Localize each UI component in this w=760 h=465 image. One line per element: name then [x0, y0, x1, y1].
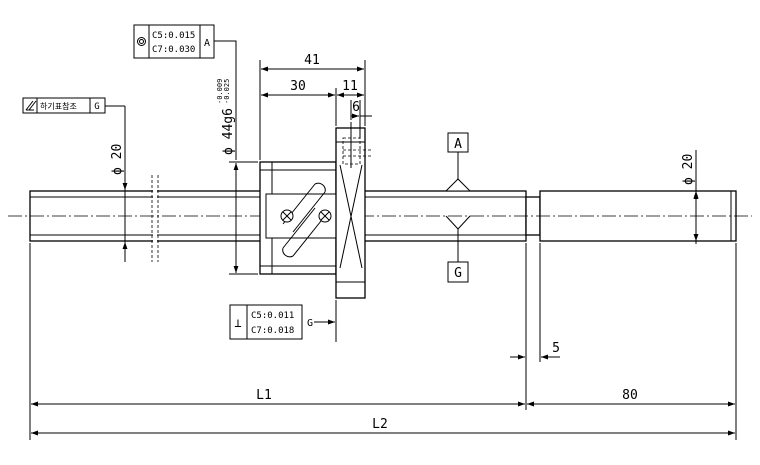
dim-l2: L2	[372, 417, 388, 432]
datum-a-box	[447, 132, 469, 153]
perpendicularity-c7: C7:0.018	[251, 326, 294, 336]
dimension-shaft-right: ϕ 20	[681, 150, 699, 244]
tolerance-frame-runout: 하기표참조 G	[22, 97, 106, 114]
datum-g-label: G	[454, 266, 462, 281]
tolerance-frame-concentricity: C5:0.015 C7:0.030 A	[133, 24, 237, 160]
screw-left	[280, 209, 294, 223]
dimension-nut-diameter: ϕ 44g6 -0.009 -0.025	[216, 79, 258, 275]
dimension-end-offset: 5	[510, 243, 560, 410]
ball-nut	[259, 161, 337, 275]
perpendicularity-symbol-icon: ⊥	[234, 316, 241, 330]
dim-l1: L1	[256, 388, 272, 403]
return-tube	[282, 182, 326, 258]
concentricity-c5: C5:0.015	[152, 31, 195, 41]
screw-shaft	[8, 175, 752, 262]
dim-6: 6	[352, 100, 360, 115]
datum-a-label: A	[454, 137, 462, 152]
datum-markers: A G	[444, 132, 472, 283]
concentricity-symbol-icon	[137, 37, 146, 46]
runout-datum: G	[94, 102, 99, 112]
runout-note: 하기표참조	[40, 101, 77, 111]
dim-80: 80	[622, 388, 638, 403]
datum-g-box	[447, 261, 469, 283]
dim-44g6: ϕ 44g6	[221, 108, 236, 155]
dim-shaft-left: ϕ 20	[110, 144, 125, 175]
perpendicularity-c5: C5:0.011	[251, 311, 294, 321]
total-runout-icon	[25, 100, 37, 111]
dimension-nut-length: 41 30 11 6	[259, 53, 372, 160]
dim-30: 30	[290, 79, 306, 94]
dim-44g6-tol-upper: -0.009	[216, 79, 224, 104]
perpendicularity-datum: G	[307, 318, 313, 329]
dim-44g6-tol-lower: -0.025	[223, 79, 231, 104]
dim-41: 41	[304, 53, 320, 68]
tolerance-frame-perpendicularity: ⊥ C5:0.011 C7:0.018 G	[229, 300, 337, 342]
nut-flange	[335, 122, 372, 299]
dim-5: 5	[552, 341, 560, 356]
screw-right	[318, 209, 332, 223]
concentricity-c7: C7:0.030	[152, 45, 195, 55]
dimension-shaft-left: ϕ 20	[105, 105, 128, 262]
dim-11: 11	[342, 79, 358, 94]
dim-shaft-right: ϕ 20	[681, 154, 696, 185]
dimension-lengths: L1 80 L2	[29, 243, 737, 440]
concentricity-datum: A	[204, 38, 210, 49]
